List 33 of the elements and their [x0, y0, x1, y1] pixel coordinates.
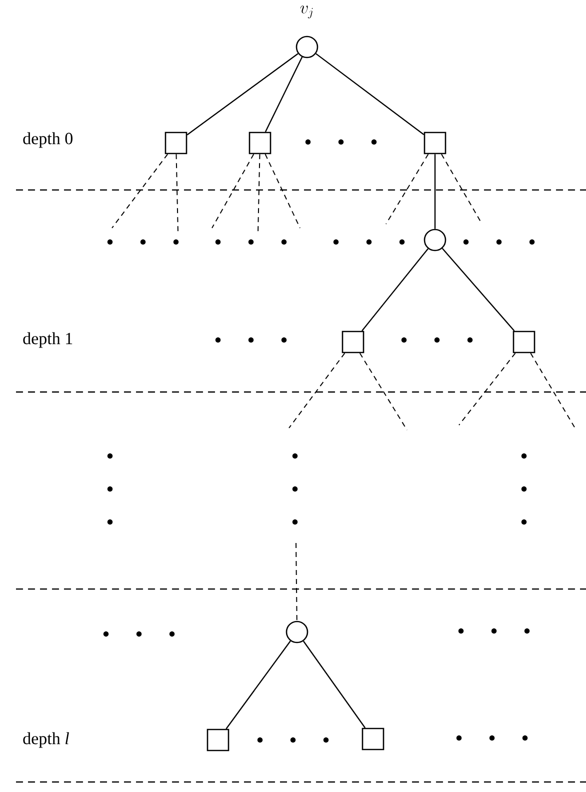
depth-label: depth 0 [23, 132, 72, 148]
tree-edge [186, 53, 298, 136]
dashed-line [386, 154, 429, 224]
dashed-line [264, 154, 300, 228]
node-circle [296, 36, 318, 58]
node-square [424, 132, 446, 154]
tree-edge [442, 248, 515, 332]
node-square [248, 132, 272, 154]
dashed-line [258, 154, 260, 234]
node-square [362, 728, 384, 750]
dashed-line [112, 154, 168, 228]
depth-label: depth 1 [23, 332, 72, 348]
tree-edge [302, 640, 366, 728]
dashed-line [458, 352, 516, 426]
node-circle [286, 620, 308, 644]
dashed-line [530, 352, 576, 428]
depth-label: depth l [23, 732, 69, 748]
node-square [206, 728, 230, 752]
node-square [512, 330, 536, 354]
dashed-line [212, 154, 254, 228]
tree-edge [264, 56, 303, 132]
tree-edge [316, 53, 424, 136]
node-label: $v_j$ [300, 6, 313, 18]
tree-edge [226, 640, 291, 730]
dashed-line [296, 542, 298, 622]
tree-edge [434, 154, 436, 229]
node-square [164, 132, 188, 154]
dashed-line [288, 352, 346, 428]
node-square [342, 330, 364, 354]
node-circle [424, 228, 446, 252]
tree-edge [362, 248, 428, 332]
dashed-line [176, 154, 178, 234]
dashed-line [359, 352, 408, 430]
